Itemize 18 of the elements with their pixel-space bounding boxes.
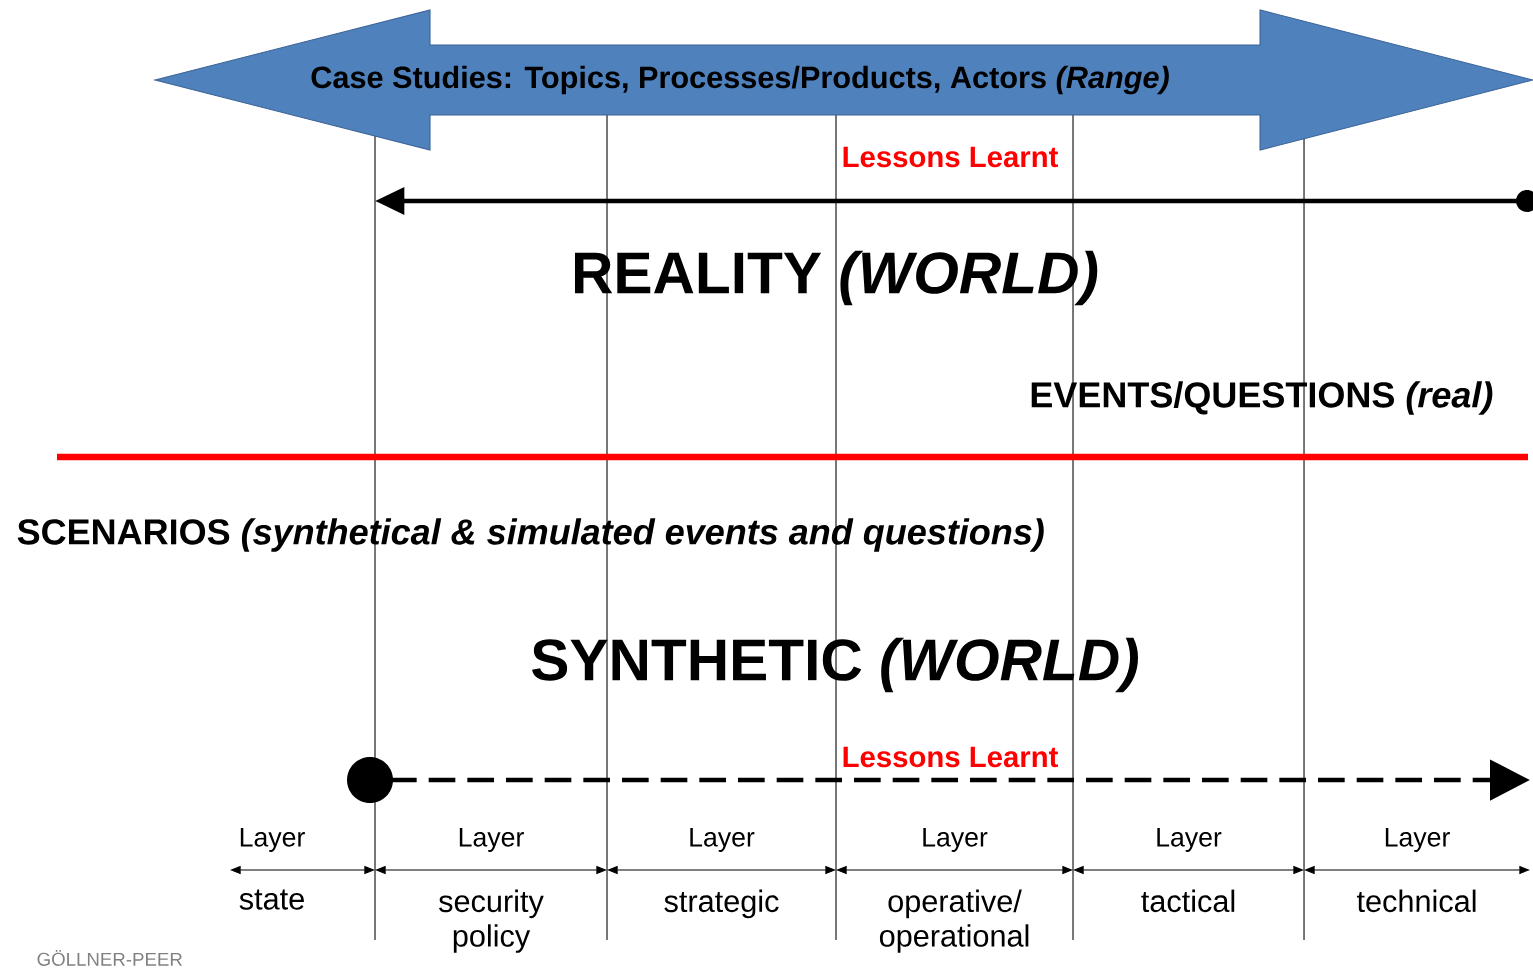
- layer-name: operative/ operational: [879, 889, 1029, 953]
- layer-name: security policy: [439, 889, 544, 953]
- label-text: GÖLLNER-PEER: [37, 950, 182, 966]
- layer-label: Layer: [690, 828, 755, 852]
- layer-label: Layer: [1157, 828, 1222, 852]
- heading-text: REALITY (WORLD): [575, 250, 1098, 306]
- label-text: Lessons Learnt: [843, 746, 1059, 768]
- layer-label: Layer: [240, 828, 305, 852]
- label-text: EVENTS/QUESTIONS (real): [1031, 381, 1493, 415]
- label-text: SCENARIOS (synthetical & simulated events and questions): [17, 518, 1044, 552]
- layer-label: Layer: [923, 828, 988, 852]
- layer-name: state: [239, 889, 304, 910]
- layer-label: Layer: [1385, 828, 1450, 852]
- layer-name: tactical: [1141, 889, 1235, 913]
- layer-name: strategic: [664, 889, 779, 919]
- heading-text: SYNTHETIC (WORLD): [532, 637, 1138, 693]
- layer-name: technical: [1356, 889, 1476, 913]
- layer-label: Layer: [459, 828, 524, 852]
